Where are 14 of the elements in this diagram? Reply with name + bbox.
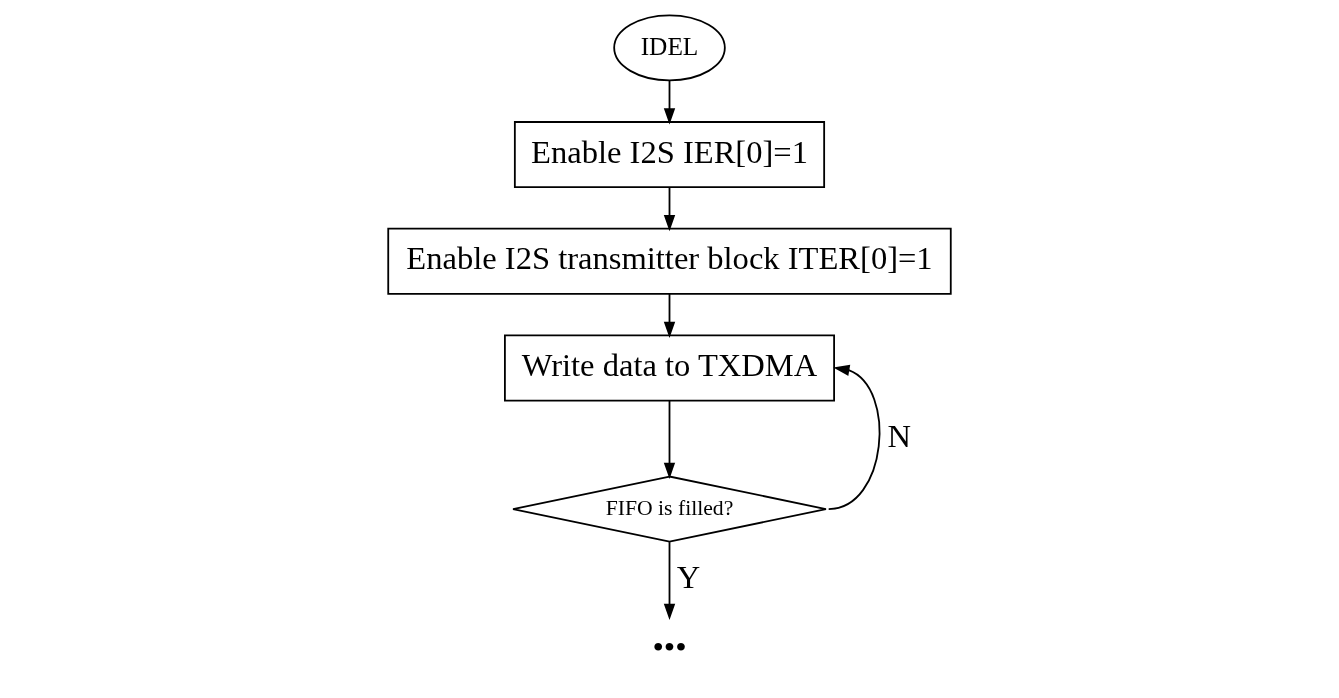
node-diamond: FIFO is filled? [512, 475, 827, 543]
node-box: Write data to TXDMA [504, 334, 835, 402]
arrow [663, 541, 676, 621]
arrow [827, 364, 881, 510]
arrow [663, 293, 676, 338]
node-text: ••• [652, 629, 687, 666]
arrow [663, 186, 676, 232]
arrow [663, 79, 676, 125]
node-box: Enable I2S IER[0]=1 [513, 121, 826, 188]
edge-label: Y [676, 558, 701, 595]
edge-label: N [887, 417, 911, 454]
arrow [663, 400, 676, 479]
node-ellipse: IDEL [613, 14, 726, 82]
node-box: Enable I2S transmitter block ITER[0]=1 [387, 227, 952, 295]
